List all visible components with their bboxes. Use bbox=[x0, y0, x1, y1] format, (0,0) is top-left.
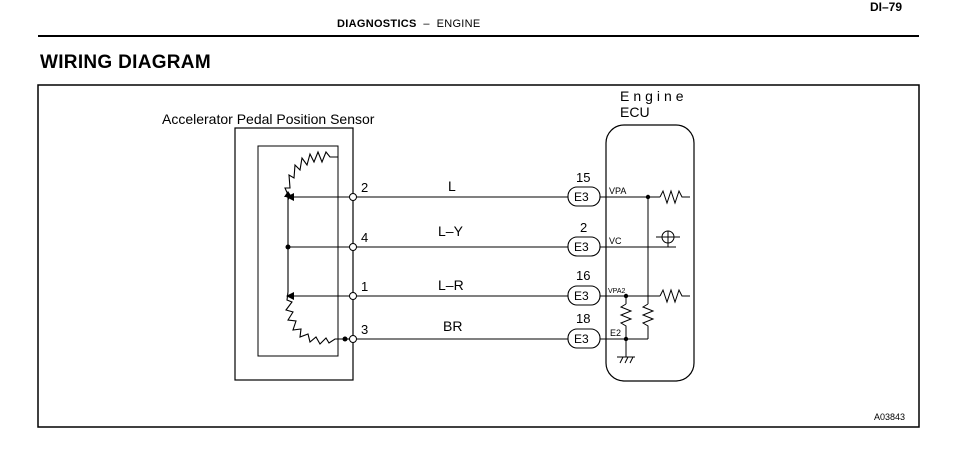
sensor-pin-number: 1 bbox=[361, 279, 368, 294]
ecu-label-engine: Engine bbox=[620, 88, 688, 104]
ecu-terminal-label: VC bbox=[609, 236, 622, 246]
ecu-pin-number: 2 bbox=[580, 220, 587, 235]
ecu-vpa2-pulldown-resistor bbox=[619, 303, 633, 339]
sensor-pin-4-terminal bbox=[349, 243, 357, 251]
sensor-pin-number: 4 bbox=[361, 230, 368, 245]
sensor-pin-number: 3 bbox=[361, 322, 368, 337]
sensor-pin-1-terminal bbox=[349, 292, 357, 300]
header-separator: – bbox=[423, 18, 430, 30]
ecu-label-ecu: ECU bbox=[620, 104, 650, 120]
page-number: DI–79 bbox=[870, 0, 903, 14]
header-rule bbox=[38, 35, 919, 37]
upper-potentiometer-resistor bbox=[284, 150, 338, 201]
ecu-pin-number: 16 bbox=[576, 268, 590, 283]
wire-color-code: L bbox=[448, 178, 456, 194]
ecu-vpa2-resistor bbox=[659, 288, 690, 304]
ecu-ground-hatch bbox=[624, 356, 629, 364]
wire-color-code: L–R bbox=[438, 277, 464, 293]
ecu-pin-number: 15 bbox=[576, 170, 590, 185]
wire-color-code: L–Y bbox=[438, 223, 464, 239]
header-section: DIAGNOSTICS bbox=[337, 18, 417, 30]
sensor-inner-frame bbox=[257, 145, 339, 357]
section-title: WIRING DIAGRAM bbox=[40, 52, 211, 73]
ecu-connector-label: E3 bbox=[574, 332, 589, 346]
wire-pin2-arrowhead bbox=[286, 193, 294, 201]
sensor-pin-3-terminal bbox=[349, 335, 357, 343]
ecu-housing bbox=[605, 124, 695, 382]
sensor-housing bbox=[234, 127, 354, 381]
header-subsection: ENGINE bbox=[436, 18, 481, 30]
ecu-terminal-label: E2 bbox=[610, 328, 621, 338]
ecu-pin-number: 18 bbox=[576, 311, 590, 326]
ecu-terminal-label: VPA bbox=[609, 186, 626, 196]
sensor-label: Accelerator Pedal Position Sensor bbox=[162, 111, 375, 127]
ecu-vpa-pulldown-resistor bbox=[641, 303, 655, 339]
ecu-terminal-label: VPA2 bbox=[608, 288, 625, 295]
ecu-ground-hatch bbox=[619, 356, 624, 364]
running-header: DIAGNOSTICS – ENGINE bbox=[337, 18, 481, 30]
diagram-frame bbox=[37, 84, 920, 428]
ecu-connector-label: E3 bbox=[574, 289, 589, 303]
ecu-ground-hatch bbox=[629, 356, 634, 364]
figure-code: A03843 bbox=[874, 412, 905, 422]
wire-pin1-arrowhead bbox=[286, 292, 294, 300]
lower-potentiometer-resistor bbox=[285, 291, 345, 345]
ecu-vpa-resistor bbox=[659, 189, 690, 205]
ecu-connector-label: E3 bbox=[574, 240, 589, 254]
ecu-connector-label: E3 bbox=[574, 190, 589, 204]
sensor-pin-2-terminal bbox=[349, 193, 357, 201]
wire-color-code: BR bbox=[443, 318, 462, 334]
sensor-pin-number: 2 bbox=[361, 180, 368, 195]
